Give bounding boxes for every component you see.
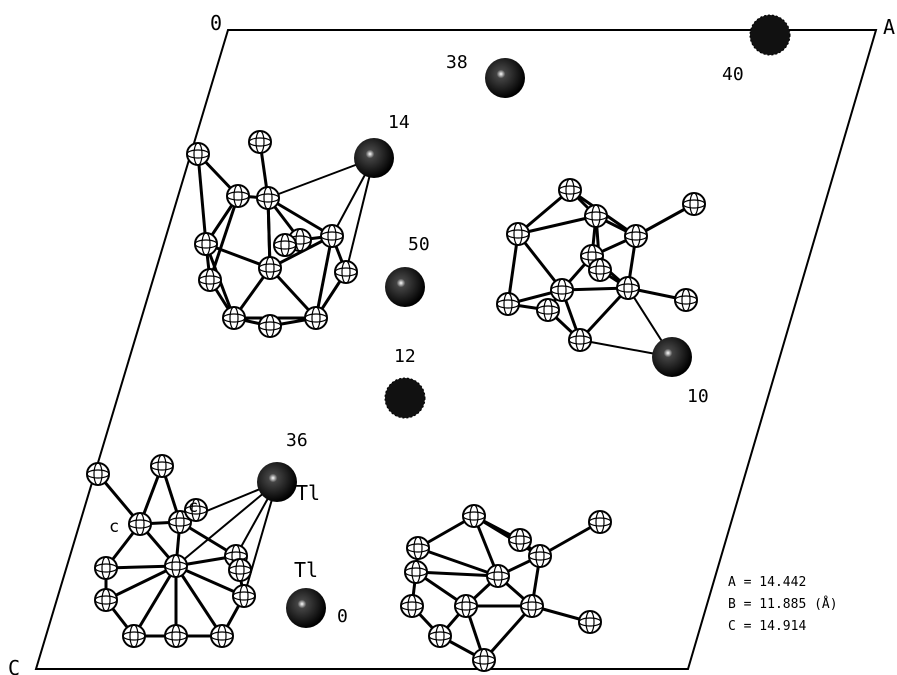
cage-upper-right-atom bbox=[682, 192, 706, 216]
cage-lower-right-atom bbox=[428, 624, 452, 648]
cage-lower-right-atom bbox=[462, 504, 486, 528]
cage-lower-right-bond bbox=[417, 546, 499, 578]
cage-upper-right-atom bbox=[536, 298, 560, 322]
cage-upper-left-atom bbox=[198, 268, 222, 292]
cage-upper-left-atom bbox=[273, 233, 297, 257]
cage-upper-right-atom bbox=[568, 328, 592, 352]
cage-lower-right-bond bbox=[482, 605, 534, 661]
atom-label-12: 12 bbox=[394, 346, 416, 367]
cage-upper-right-atom bbox=[624, 224, 648, 248]
cage-upper-left-atom bbox=[304, 306, 328, 330]
c-axis-label: C bbox=[8, 656, 20, 675]
cage-lower-right-atom bbox=[588, 510, 612, 534]
tl-atom-10 bbox=[652, 337, 692, 377]
atom-label-40: 40 bbox=[722, 64, 744, 85]
tl-atom-14 bbox=[354, 138, 394, 178]
carbon-label-left: c bbox=[109, 517, 119, 537]
tl-atom-36 bbox=[257, 462, 297, 502]
cage-upper-left-bond bbox=[314, 235, 334, 319]
cage-upper-right-atom bbox=[558, 178, 582, 202]
cage-upper-left-atom bbox=[320, 224, 344, 248]
cage-upper-right-atom bbox=[496, 292, 520, 316]
atom-label-36: 36 bbox=[286, 430, 308, 451]
cage-lower-right-atom bbox=[404, 560, 428, 584]
cage-upper-left-atom bbox=[248, 130, 272, 154]
cage-upper-right-atom bbox=[584, 204, 608, 228]
cage-upper-right-atom bbox=[616, 276, 640, 300]
cage-lower-right-atom bbox=[578, 610, 602, 634]
cage-lower-left-atom bbox=[86, 462, 110, 486]
cage-upper-right-atom bbox=[550, 278, 574, 302]
atom-label-10: 10 bbox=[687, 386, 709, 407]
cage-lower-left-atom bbox=[184, 498, 208, 522]
cage-upper-left-atom bbox=[226, 184, 250, 208]
cage-lower-left-atom bbox=[122, 624, 146, 648]
atom-label-tl-upper: Tl bbox=[296, 481, 320, 505]
cage-lower-right-atom bbox=[520, 594, 544, 618]
thallium-atoms bbox=[257, 14, 791, 628]
origin-label: 0 bbox=[210, 11, 222, 35]
atom-label-50: 50 bbox=[408, 234, 430, 255]
cage-lower-right-atom bbox=[406, 536, 430, 560]
cage-upper-right-bond bbox=[517, 214, 597, 236]
cage-upper-left-bond bbox=[196, 153, 208, 245]
cage-lower-right-atom bbox=[528, 544, 552, 568]
cage-lower-left-atom bbox=[228, 558, 252, 582]
cage-upper-left-atom bbox=[186, 142, 210, 166]
carbon-label-right: c bbox=[188, 497, 198, 517]
cage-upper-right-atom bbox=[674, 288, 698, 312]
cage-lower-left-atom bbox=[128, 512, 152, 536]
cage-lower-left-atom bbox=[164, 624, 188, 648]
cage-lower-left-atom bbox=[94, 556, 118, 580]
atom-label-38: 38 bbox=[446, 52, 468, 73]
tl-atom-50 bbox=[385, 267, 425, 307]
a-axis-label: A bbox=[883, 15, 895, 39]
unit-cell-outline bbox=[34, 29, 878, 670]
cell-parameter-a: A = 14.442 bbox=[728, 575, 806, 590]
atom-label-0: 0 bbox=[337, 606, 348, 627]
cage-upper-left-atom bbox=[258, 256, 282, 280]
carborane-cages bbox=[86, 130, 706, 672]
cage-lower-left-atom bbox=[150, 454, 174, 478]
cage-lower-left-bond bbox=[174, 565, 224, 637]
tl-atom-38 bbox=[485, 58, 525, 98]
cage-lower-left-bond bbox=[105, 564, 177, 602]
cage-lower-left-bond bbox=[132, 565, 178, 637]
cage-lower-left-atom bbox=[94, 588, 118, 612]
cage-lower-left-bond bbox=[175, 564, 245, 598]
cage-lower-right-atom bbox=[486, 564, 510, 588]
tl-atom-12 bbox=[384, 377, 426, 419]
cage-upper-left-atom bbox=[194, 232, 218, 256]
cage-lower-left-atom bbox=[168, 510, 192, 534]
tl-atom-40 bbox=[749, 14, 791, 56]
cage-lower-right-bond bbox=[415, 570, 499, 578]
cage-lower-left-atom bbox=[164, 554, 188, 578]
cage-lower-left-atom bbox=[232, 584, 256, 608]
cage-upper-right-atom bbox=[506, 222, 530, 246]
cell-parameter-b: B = 11.885 (Å) bbox=[728, 596, 838, 612]
cage-lower-right-atom bbox=[508, 528, 532, 552]
cage-lower-right-atom bbox=[400, 594, 424, 618]
cage-upper-left-atom bbox=[256, 186, 280, 210]
cage-lower-left-tl-bond bbox=[175, 481, 278, 567]
cage-lower-left-atom bbox=[210, 624, 234, 648]
cage-lower-right-atom bbox=[472, 648, 496, 672]
cell-parameter-c: C = 14.914 bbox=[728, 619, 806, 634]
cage-upper-left-atom bbox=[258, 314, 282, 338]
tl-atom-0 bbox=[286, 588, 326, 628]
cage-upper-left-atom bbox=[222, 306, 246, 330]
cage-upper-left-bond bbox=[267, 196, 333, 238]
cage-lower-right-atom bbox=[454, 594, 478, 618]
atom-label-14: 14 bbox=[388, 112, 410, 133]
cage-upper-right-atom bbox=[588, 258, 612, 282]
cage-upper-left-atom bbox=[334, 260, 358, 284]
atom-label-tl-lower: Tl bbox=[294, 558, 318, 582]
